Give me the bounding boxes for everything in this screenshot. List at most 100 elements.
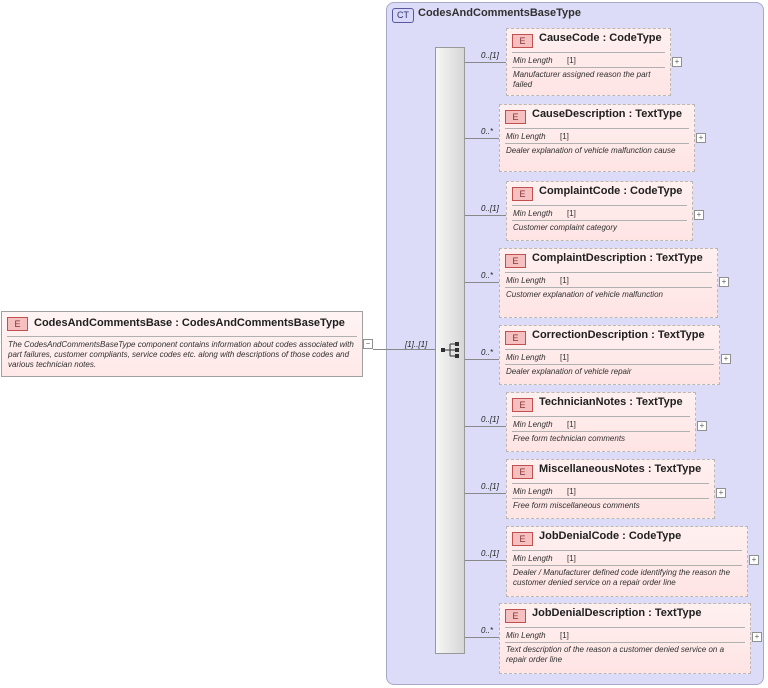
facet-label: Min Length (506, 132, 546, 141)
facet-value: [1] (560, 276, 569, 285)
element-badge: E (512, 187, 533, 201)
child-multiplicity: 0..[1] (481, 549, 499, 558)
element-title: JobDenialDescription : TextType (532, 607, 702, 619)
element-badge: E (505, 331, 526, 345)
root-connector (373, 349, 435, 350)
element-separator (505, 349, 714, 350)
element-title: CauseDescription : TextType (532, 108, 682, 120)
child-connector (465, 560, 506, 561)
element-separator (505, 627, 745, 628)
element-separator (505, 287, 712, 288)
element-separator (512, 220, 687, 221)
element-badge: E (505, 609, 526, 623)
child-connector (465, 215, 506, 216)
complex-type-title: CodesAndCommentsBaseType (418, 7, 581, 19)
root-multiplicity: [1]..[1] (405, 340, 428, 349)
facet-value: [1] (567, 209, 576, 218)
child-connector (465, 637, 499, 638)
element-title: MiscellaneousNotes : TextType (539, 463, 702, 475)
element-separator (512, 565, 742, 566)
element-badge: E (512, 465, 533, 479)
element-doc: Free form technician comments (513, 434, 626, 443)
expand-toggle[interactable]: + (696, 133, 706, 143)
element-doc: Customer explanation of vehicle malfunct… (506, 290, 663, 299)
facet-label: Min Length (506, 631, 546, 640)
element-badge: E (505, 254, 526, 268)
facet-label: Min Length (506, 276, 546, 285)
child-connector (465, 138, 499, 139)
element-title: JobDenialCode : CodeType (539, 530, 682, 542)
element-title: TechnicianNotes : TextType (539, 396, 683, 408)
element-separator (505, 364, 714, 365)
element-separator (505, 128, 689, 129)
root-element-title: CodesAndCommentsBase : CodesAndCommentsB… (34, 317, 345, 329)
root-separator (7, 336, 357, 337)
root-collapse-toggle[interactable]: − (363, 339, 373, 349)
facet-value: [1] (567, 56, 576, 65)
element-separator (505, 642, 745, 643)
element-badge: E (505, 110, 526, 124)
element-badge: E (512, 34, 533, 48)
child-multiplicity: 0..[1] (481, 415, 499, 424)
facet-label: Min Length (513, 554, 553, 563)
element-title: ComplaintCode : CodeType (539, 185, 683, 197)
element-title: CorrectionDescription : TextType (532, 329, 705, 341)
child-connector (465, 282, 499, 283)
expand-toggle[interactable]: + (694, 210, 704, 220)
element-separator (512, 52, 665, 53)
root-element-card[interactable]: E CodesAndCommentsBase : CodesAndComment… (1, 311, 363, 377)
child-connector (465, 359, 499, 360)
element-separator (512, 550, 742, 551)
expand-toggle[interactable]: + (716, 488, 726, 498)
facet-label: Min Length (513, 487, 553, 496)
element-separator (505, 272, 712, 273)
facet-value: [1] (567, 487, 576, 496)
expand-toggle[interactable]: + (721, 354, 731, 364)
element-separator (512, 483, 709, 484)
element-doc: Customer complaint category (513, 223, 618, 232)
child-multiplicity: 0..* (481, 348, 494, 357)
facet-value: [1] (567, 420, 576, 429)
facet-value: [1] (560, 132, 569, 141)
element-badge: E (512, 398, 533, 412)
expand-toggle[interactable]: + (749, 555, 759, 565)
element-doc: Text description of the reason a custome… (506, 645, 725, 664)
child-multiplicity: 0..[1] (481, 482, 499, 491)
child-multiplicity: 0..* (481, 271, 494, 280)
element-title: ComplaintDescription : TextType (532, 252, 703, 264)
facet-value: [1] (560, 631, 569, 640)
expand-toggle[interactable]: + (672, 57, 682, 67)
element-doc: Dealer / Manufacturer defined code ident… (513, 568, 731, 587)
child-connector (465, 62, 506, 63)
element-separator (505, 143, 689, 144)
element-doc: Dealer explanation of vehicle repair (506, 367, 632, 376)
root-element-doc: The CodesAndCommentsBaseType component c… (8, 340, 354, 369)
complex-type-badge: CT (392, 8, 414, 23)
facet-value: [1] (567, 554, 576, 563)
element-separator (512, 205, 687, 206)
element-title: CauseCode : CodeType (539, 32, 662, 44)
element-badge: E (512, 532, 533, 546)
element-doc: Manufacturer assigned reason the part fa… (513, 70, 651, 89)
facet-value: [1] (560, 353, 569, 362)
expand-toggle[interactable]: + (697, 421, 707, 431)
child-multiplicity: 0..* (481, 127, 494, 136)
facet-label: Min Length (513, 56, 553, 65)
element-separator (512, 498, 709, 499)
child-multiplicity: 0..[1] (481, 51, 499, 60)
expand-toggle[interactable]: + (719, 277, 729, 287)
child-connector (465, 493, 506, 494)
sequence-icon[interactable] (441, 341, 461, 359)
expand-toggle[interactable]: + (752, 632, 762, 642)
facet-label: Min Length (513, 420, 553, 429)
element-doc: Dealer explanation of vehicle malfunctio… (506, 146, 676, 155)
